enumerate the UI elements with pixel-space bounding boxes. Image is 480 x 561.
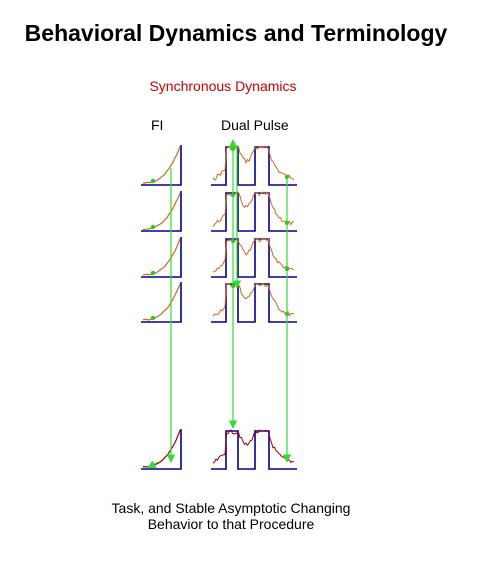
dual-pulse-axis [211,238,297,278]
fi-column-label: FI [151,117,164,133]
fi-response-curve [142,192,181,231]
dual-pulse-response-trace [212,191,295,228]
fi-axis [141,237,182,278]
fi-marker-dot [150,224,156,230]
dual-pulse-marker-dot [285,221,289,225]
dual-pulse-axis [211,283,297,323]
dual-pulse-axis [211,146,297,186]
dual-pulse-peak-dot [231,239,235,243]
fi-axis [141,429,182,470]
dual-pulse-panels-group [211,145,297,470]
caption-line-2: Behavior to that Procedure [147,516,315,532]
dual-pulse-peak-dot [231,193,235,197]
diagram-subtitle: Synchronous Dynamics [149,78,297,94]
dual-pulse-marker-dot [285,267,289,271]
dual-pulse-axis [211,430,297,470]
dual-pulse-marker-dot [285,175,289,179]
fi-response-curve [142,284,181,321]
fi-axis [141,145,182,186]
dual-pulse-peak-dot [231,284,235,288]
arrows-group [147,139,292,469]
dual-pulse-response-trace [212,145,295,181]
fi-marker-dot [150,178,156,184]
caption-line-1: Task, and Stable Asymptotic Changing [111,500,351,516]
fi-marker-dot [150,315,156,321]
fi-panels-group [141,145,182,470]
fi-response-curve [142,238,181,276]
fi-bottom-marker-arrow [147,460,159,469]
dual-pulse-axis [211,192,297,232]
dual-pulse-response-trace [212,237,295,273]
dual-pulse-peak-dot [231,147,235,151]
fi-response-curve [142,146,181,184]
dual-pulse-column-label: Dual Pulse [221,117,289,133]
dual-pulse-response-trace [212,429,295,464]
fi-axis [141,282,182,323]
fi-marker-dot [150,270,156,276]
fi-response-curve [142,430,181,468]
page-title: Behavioral Dynamics and Terminology [24,20,448,46]
dual-pulse-response-trace [212,282,295,317]
fi-axis [141,191,182,232]
dual-pulse-marker-dot [285,312,289,316]
